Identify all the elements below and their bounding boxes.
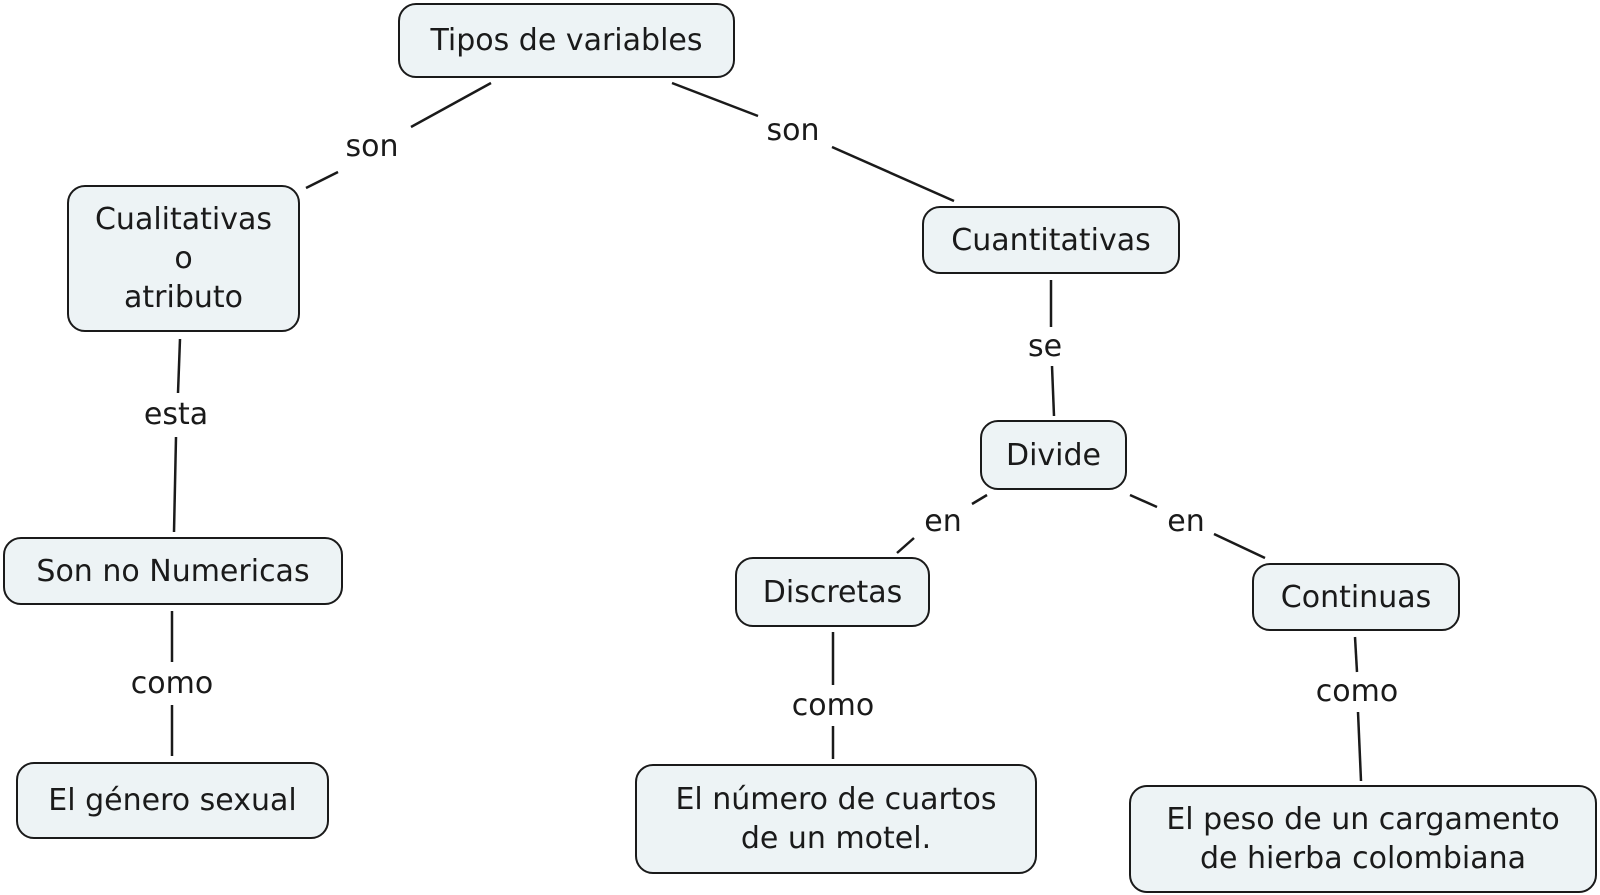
node-discretas: Discretas (735, 557, 930, 627)
line-continuas-to-como-right (1353, 636, 1359, 673)
node-cuantitativas: Cuantitativas (922, 206, 1180, 274)
line-root-to-son-right (671, 81, 759, 118)
link-label-en-left: en (924, 504, 962, 540)
line-se-to-divide (1050, 365, 1056, 417)
line-divide-to-en-right (1129, 493, 1158, 509)
link-label-son-right: son (766, 113, 820, 149)
link-label-como-right: como (1315, 674, 1399, 710)
line-son-right-to-cuantitativas (831, 145, 955, 203)
link-label-en-right: en (1167, 504, 1205, 540)
node-continuas: Continuas (1252, 563, 1460, 631)
node-tipos-de-variables: Tipos de variables (398, 3, 735, 78)
link-label-son-left: son (345, 129, 399, 165)
line-en-right-to-continuas (1213, 532, 1266, 560)
link-label-como-middle: como (791, 688, 875, 724)
link-label-esta: esta (143, 397, 209, 433)
link-label-se: se (1027, 329, 1063, 365)
node-el-genero-sexual: El género sexual (16, 762, 329, 839)
node-son-no-numericas: Son no Numericas (3, 537, 343, 605)
line-como-right-to-peso (1356, 711, 1363, 782)
line-root-to-son-left (410, 81, 492, 129)
node-cualitativas: Cualitativas o atributo (67, 185, 300, 332)
link-label-como-left: como (130, 666, 214, 702)
node-divide: Divide (980, 420, 1127, 490)
line-son-left-to-cualitativas (305, 170, 339, 190)
line-en-left-to-discretas (896, 537, 915, 554)
line-cualitativas-to-esta (176, 338, 182, 394)
line-divide-to-en-left (971, 493, 988, 506)
line-esta-to-no-numericas (172, 436, 178, 533)
node-peso-cargamento: El peso de un cargamento de hierba colom… (1129, 785, 1597, 893)
node-numero-de-cuartos: El número de cuartos de un motel. (635, 764, 1037, 874)
